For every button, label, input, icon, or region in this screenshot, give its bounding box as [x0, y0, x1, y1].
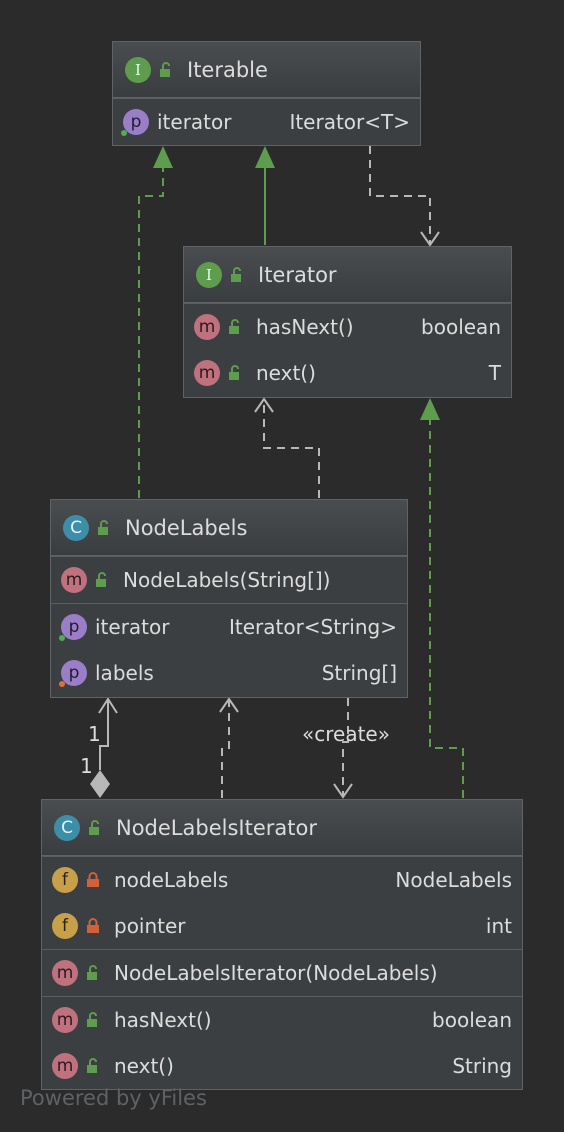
property-row[interactable]: p iterator Iterator<T>: [113, 99, 420, 145]
class-icon: C: [54, 814, 80, 841]
private-lock-icon: [86, 872, 100, 888]
edge-composition: [99, 700, 109, 770]
method-name: next(): [114, 1054, 174, 1078]
interface-icon: I: [125, 56, 151, 83]
edge-nodelabels-uses-iterator: [263, 400, 320, 498]
method-type: boolean: [432, 1008, 512, 1032]
method-icon: m: [61, 567, 87, 593]
field-row[interactable]: f nodeLabels NodeLabels: [42, 857, 522, 903]
method-icon: m: [52, 960, 78, 986]
arrowhead-iterable-left: [153, 146, 173, 168]
edge-nodelabels-implements-iterable: [138, 168, 164, 498]
method-row[interactable]: m next() String: [42, 1043, 522, 1089]
edge-nodelabels-creates-iterator: [342, 698, 349, 796]
private-lock-icon: [86, 918, 100, 934]
property-type: String[]: [321, 661, 397, 685]
method-type: String: [452, 1054, 512, 1078]
arrowhead-iterator-green: [420, 398, 440, 420]
class-icon: C: [63, 514, 89, 541]
method-row[interactable]: m next() T: [184, 350, 511, 396]
watermark: Powered by yFiles: [20, 1086, 207, 1110]
property-row[interactable]: p labels String[]: [51, 650, 407, 696]
arrowhead-iterable-right: [255, 146, 275, 168]
public-lock-icon: [228, 365, 242, 381]
constructor-row[interactable]: m NodeLabelsIterator(NodeLabels): [42, 950, 522, 996]
public-lock-icon: [86, 1058, 100, 1074]
arrowhead-iterator-top: [420, 231, 440, 247]
arrowhead-nodelabelsiterator-create: [333, 783, 353, 799]
multiplicity-upper: 1: [88, 722, 101, 746]
method-type: boolean: [421, 315, 501, 339]
class-name: Iterator: [258, 262, 337, 287]
property-name: labels: [95, 661, 154, 685]
composition-diamond: [90, 770, 110, 798]
class-name: NodeLabelsIterator: [116, 815, 317, 840]
method-row[interactable]: m hasNext() boolean: [184, 304, 511, 350]
class-name: NodeLabels: [125, 515, 248, 540]
method-icon: m: [52, 1053, 78, 1079]
class-header: C NodeLabels: [51, 500, 407, 556]
edge-iterable-uses-iterator: [369, 146, 431, 244]
edge-nodelabelsiterator-uses-nodelabels: [221, 700, 230, 798]
edge-nodelabelsiterator-implements-iterator: [429, 420, 464, 798]
arrowhead-composition: [98, 697, 118, 714]
method-name: hasNext(): [114, 1008, 212, 1032]
interface-icon: I: [196, 261, 222, 288]
constructor-row[interactable]: m NodeLabels(String[]): [51, 557, 407, 603]
class-iterator[interactable]: I Iterator m hasNext() boolean m next() …: [183, 246, 512, 398]
field-row[interactable]: f pointer int: [42, 903, 522, 949]
public-lock-icon: [97, 519, 111, 536]
class-nodelabels[interactable]: C NodeLabels m NodeLabels(String[]) p it…: [50, 499, 408, 698]
class-nodelabelsiterator[interactable]: C NodeLabelsIterator f nodeLabels NodeLa…: [41, 799, 523, 1090]
class-header: I Iterable: [113, 42, 420, 98]
field-icon: f: [52, 913, 78, 939]
arrowhead-iterator-bottom: [254, 397, 274, 413]
public-lock-icon: [159, 61, 173, 78]
multiplicity-lower: 1: [80, 754, 93, 778]
public-lock-icon: [230, 266, 244, 283]
public-lock-icon: [95, 572, 109, 588]
public-lock-icon: [86, 1012, 100, 1028]
field-icon: f: [52, 867, 78, 893]
method-icon: m: [194, 314, 220, 340]
arrowhead-nodelabels-dependency: [219, 697, 239, 713]
class-header: C NodeLabelsIterator: [42, 800, 522, 856]
public-lock-icon: [88, 819, 102, 836]
property-icon: p: [121, 109, 149, 136]
field-name: pointer: [114, 914, 186, 938]
method-icon: m: [52, 1007, 78, 1033]
method-icon: m: [194, 360, 220, 386]
constructor-name: NodeLabels(String[]): [123, 568, 331, 592]
property-row[interactable]: p iterator Iterator<String>: [51, 604, 407, 650]
public-lock-icon: [86, 965, 100, 981]
public-lock-icon: [228, 319, 242, 335]
method-name: next(): [256, 361, 316, 385]
property-type: Iterator<String>: [228, 615, 397, 639]
class-iterable[interactable]: I Iterable p iterator Iterator<T>: [112, 41, 421, 146]
method-name: hasNext(): [256, 315, 354, 339]
property-icon: p: [59, 660, 87, 687]
property-name: iterator: [95, 615, 170, 639]
field-type: NodeLabels: [395, 868, 512, 892]
create-stereotype-label: «create»: [302, 722, 390, 746]
method-type: T: [488, 361, 501, 385]
method-row[interactable]: m hasNext() boolean: [42, 997, 522, 1043]
field-type: int: [485, 914, 512, 938]
field-name: nodeLabels: [114, 868, 229, 892]
class-name: Iterable: [187, 57, 268, 82]
constructor-name: NodeLabelsIterator(NodeLabels): [114, 961, 438, 985]
property-icon: p: [59, 614, 87, 641]
class-header: I Iterator: [184, 247, 511, 303]
property-type: Iterator<T>: [289, 110, 410, 134]
property-name: iterator: [157, 110, 232, 134]
